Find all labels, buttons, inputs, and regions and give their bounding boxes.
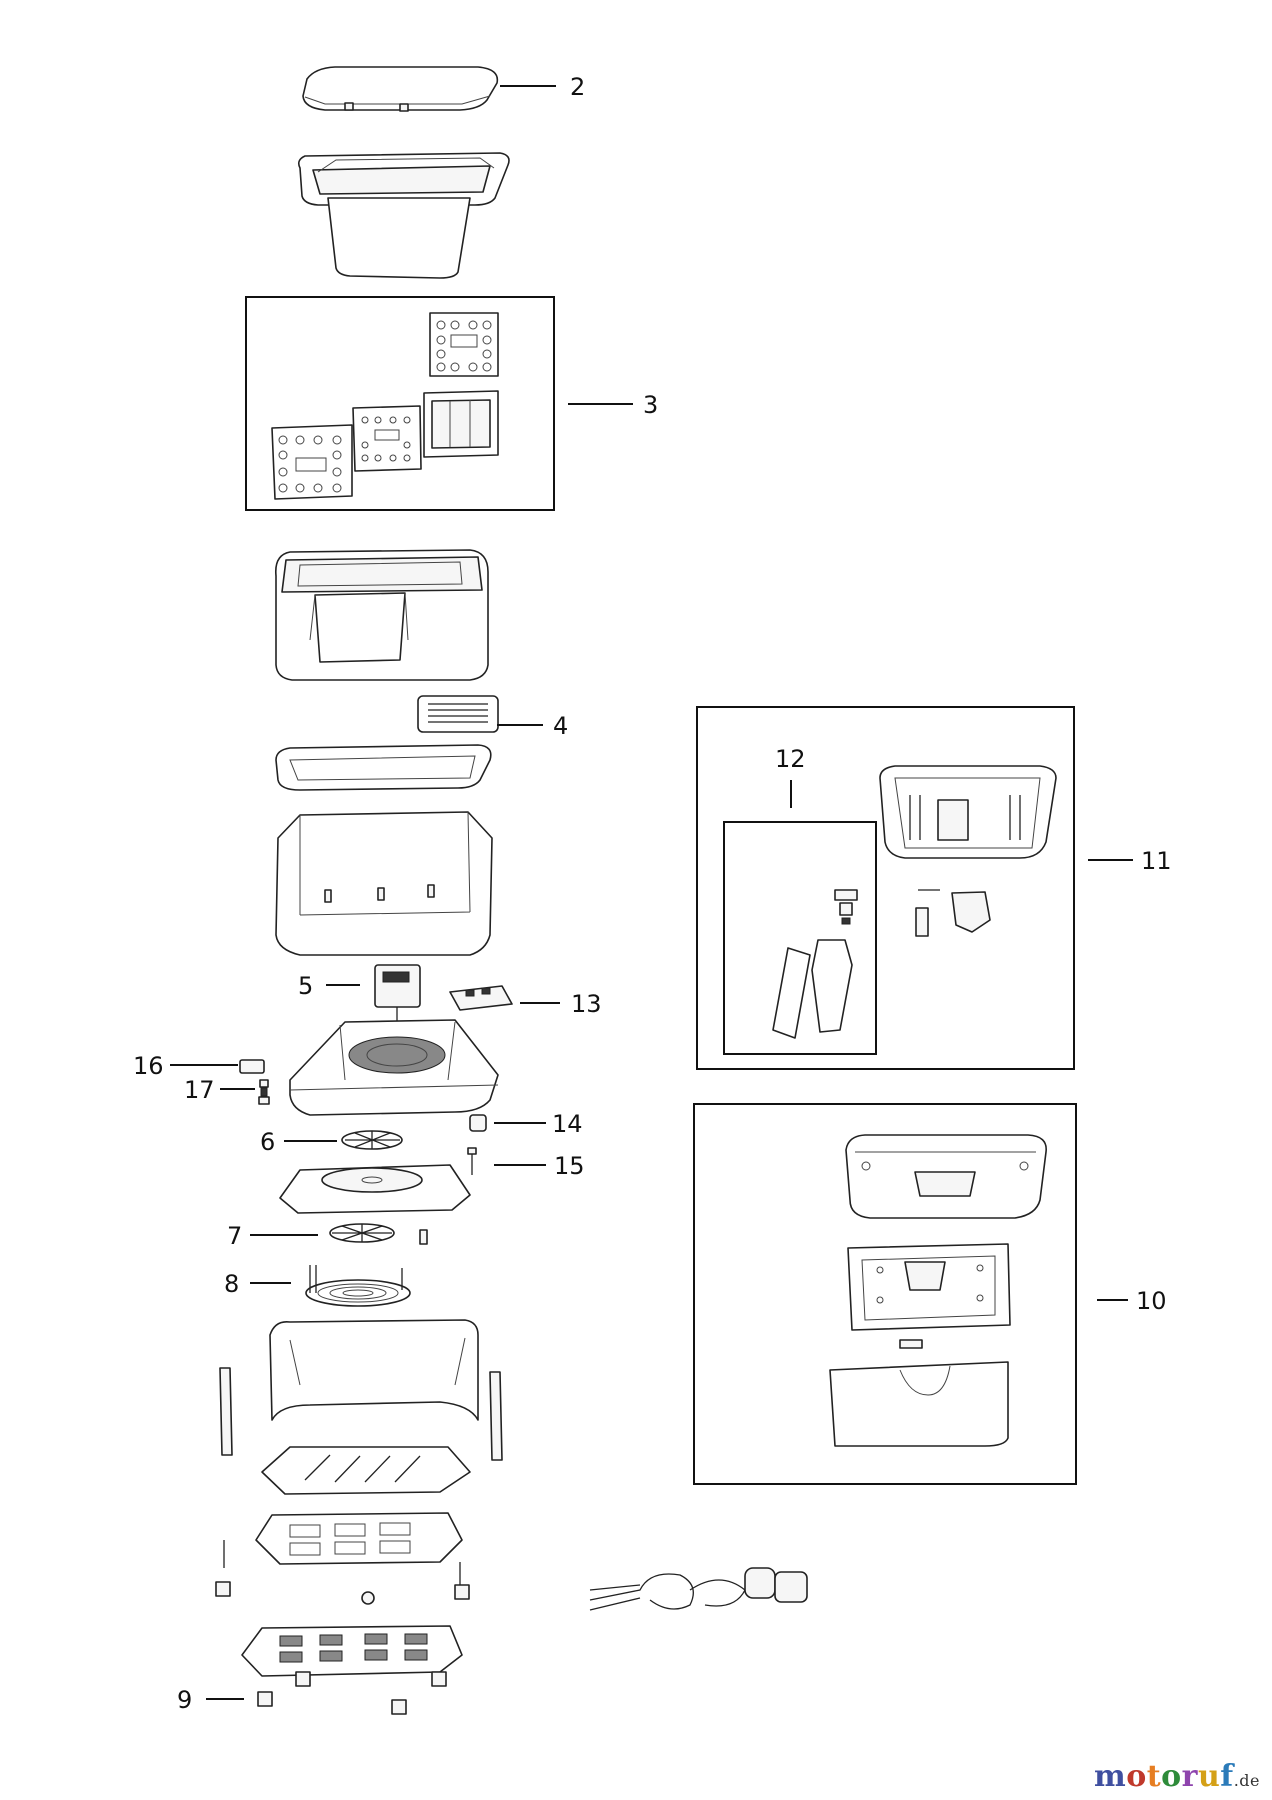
part-10-drawer-frame [847, 1243, 1011, 1331]
watermark-letter: r [1181, 1759, 1198, 1794]
callout-7: 7 [227, 1222, 242, 1250]
watermark-letter: o [1126, 1759, 1147, 1794]
main-body-shell [275, 811, 493, 956]
part-4-vent-grille [417, 695, 499, 733]
part-10-front-panel [829, 1339, 1009, 1447]
callout-labels: 2 3 4 5 6 7 8 9 10 11 12 13 14 15 16 17 [133, 73, 1172, 1714]
power-cord [589, 1567, 808, 1611]
motoruf-watermark: motoruf.de [1094, 1759, 1260, 1794]
part-2-top-cover [302, 66, 499, 112]
part-15-sensor-probe [467, 1147, 477, 1175]
watermark-letter: u [1197, 1759, 1221, 1794]
part-8-heating-element [305, 1265, 411, 1307]
callout-16: 16 [133, 1052, 164, 1080]
callout-14: 14 [552, 1110, 583, 1138]
part-13-pcb-board [449, 985, 513, 1011]
callout-6: 6 [260, 1128, 275, 1156]
callout-9: 9 [177, 1686, 192, 1714]
watermark-letter: o [1161, 1759, 1182, 1794]
bottom-plate [261, 1446, 471, 1495]
callout-15: 15 [554, 1152, 585, 1180]
side-rail-left [219, 1367, 233, 1456]
callout-11: 11 [1141, 847, 1172, 875]
callout-13: 13 [571, 990, 602, 1018]
part-6-cooling-fan [341, 1130, 403, 1150]
callout-3: 3 [643, 391, 658, 419]
part-14-thermostat-clip [469, 1114, 487, 1132]
inner-chamber [269, 1319, 479, 1421]
motor-base-housing [289, 1019, 499, 1116]
part-11-group-box [696, 706, 1075, 1070]
part-11-basket [879, 765, 1057, 859]
part-3-keypad-overlay [429, 312, 499, 377]
watermark-letter: f [1220, 1759, 1234, 1794]
watermark-letter: t [1146, 1759, 1162, 1794]
part-17-spring-pin [258, 1079, 270, 1105]
part-12-handle [772, 889, 858, 1039]
part-3-control-pcb [271, 424, 353, 500]
watermark-letter: m [1094, 1759, 1127, 1794]
callout-17: 17 [184, 1076, 215, 1104]
callout-4: 4 [553, 712, 568, 740]
callout-5: 5 [298, 972, 313, 1000]
control-bezel-frame [298, 152, 510, 279]
rubber-feet [257, 1671, 447, 1715]
part-7-convection-fan [329, 1223, 428, 1245]
leader-lines [170, 85, 1133, 1700]
callout-2: 2 [570, 73, 585, 101]
callout-10: 10 [1136, 1287, 1167, 1315]
base-tray-upper [215, 1512, 470, 1605]
part-3-key-mat [352, 405, 422, 472]
part-3-group-box [245, 296, 555, 511]
base-tray-lower [241, 1625, 463, 1677]
side-rail-right [489, 1371, 503, 1461]
part-12-group-box [723, 821, 877, 1055]
callout-8: 8 [224, 1270, 239, 1298]
upper-housing [274, 549, 489, 681]
heat-shield-plate [279, 1164, 471, 1214]
part-3-display-window [423, 390, 499, 458]
part-16-switch [239, 1059, 265, 1074]
callout-12: 12 [775, 745, 806, 773]
housing-gasket-ring [275, 744, 492, 791]
part-10-inner-pot [845, 1134, 1047, 1219]
part-10-group-box [693, 1103, 1077, 1485]
part-11-latch-parts [915, 889, 991, 937]
watermark-suffix: .de [1233, 1771, 1260, 1790]
part-5-motor [374, 964, 421, 1030]
